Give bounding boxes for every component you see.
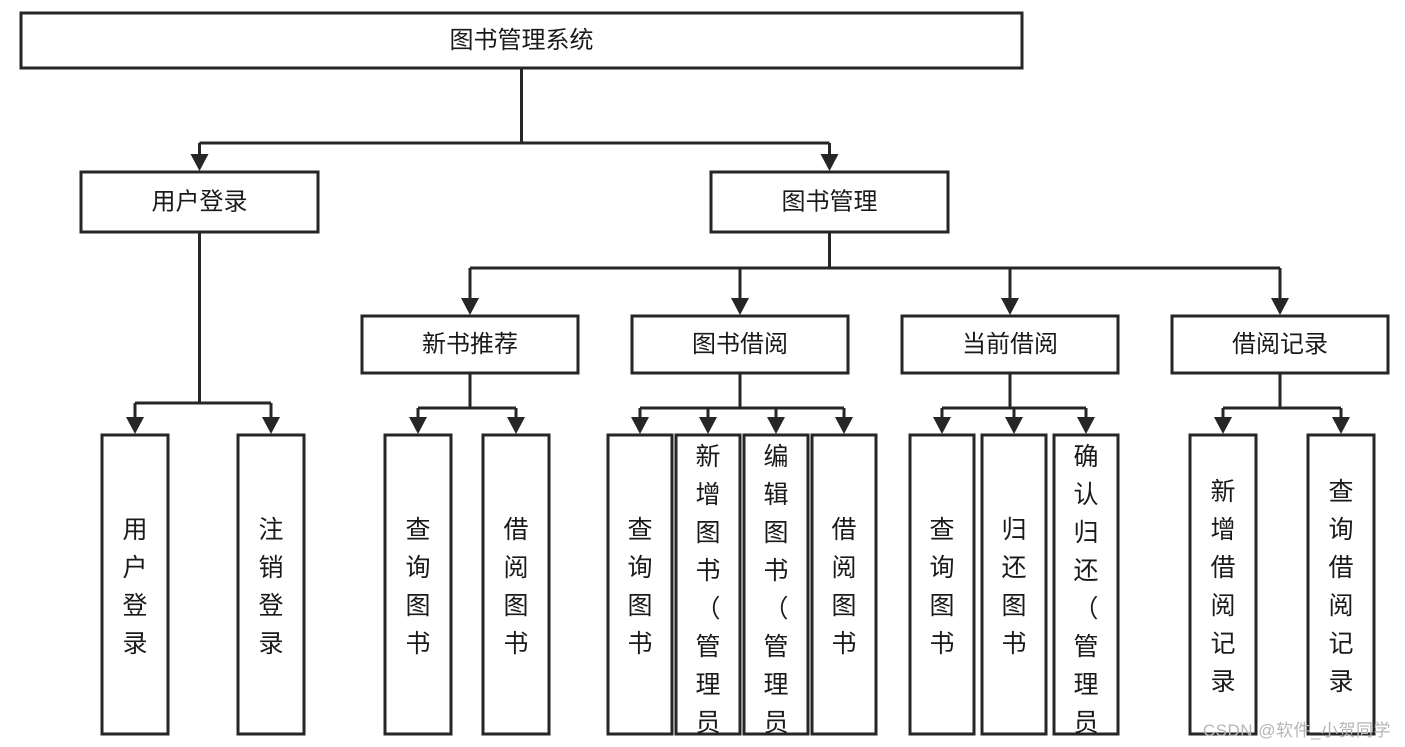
node-box-leaf-return-book[interactable] [980,433,1048,736]
node-leaf-query-borrow-record[interactable]: 查询借阅记录 [1306,433,1376,736]
node-box-root[interactable] [19,11,1024,70]
node-box-borrow-record[interactable] [1170,314,1390,375]
node-label-new-book-recommend: 新书推荐 [422,331,518,358]
arrow-head-icon [1001,298,1019,315]
connector-new-book-recommend-to-leaves-bus [409,373,525,434]
node-box-leaf-user-login[interactable] [100,433,170,736]
node-box-leaf-query-book-recommend[interactable] [383,433,453,736]
node-label-leaf-query-borrow-record: 查询借阅记录 [1328,478,1353,696]
node-leaf-query-book-borrow[interactable]: 查询图书 [606,433,674,736]
node-leaf-user-login[interactable]: 用户登录 [100,433,170,736]
node-root[interactable]: 图书管理系统 [19,11,1024,70]
node-box-leaf-add-book-admin[interactable] [674,433,742,736]
arrow-head-icon [767,417,785,434]
node-leaf-borrow-book-recommend[interactable]: 借阅图书 [481,433,551,736]
connector-root-to-level1-bus [190,68,839,171]
node-box-leaf-query-book-borrow[interactable] [606,433,674,736]
node-leaf-add-borrow-record[interactable]: 新增借阅记录 [1188,433,1258,736]
node-label-leaf-borrow-book-recommend: 借阅图书 [503,516,528,658]
node-user-login[interactable]: 用户登录 [79,170,320,234]
arrow-head-icon [933,417,951,434]
node-label-root: 图书管理系统 [450,27,594,54]
node-book-management[interactable]: 图书管理 [709,170,950,234]
arrow-head-icon [1271,298,1289,315]
arrow-head-icon [731,298,749,315]
arrow-head-icon [461,298,479,315]
node-leaf-edit-book-admin[interactable]: 编辑图书（管理员） [742,433,810,747]
node-label-leaf-user-login: 用户登录 [122,516,147,658]
connector-user-login-to-leaves-bus [126,232,280,434]
node-box-current-borrow[interactable] [900,314,1120,375]
arrow-head-icon [1214,417,1232,434]
node-book-borrow[interactable]: 图书借阅 [630,314,850,375]
arrow-head-icon [835,417,853,434]
node-label-leaf-add-book-admin: 新增图书（管理员） [695,443,720,747]
connector-current-borrow-to-leaves-bus [933,373,1095,434]
node-leaf-return-book[interactable]: 归还图书 [980,433,1048,736]
connector-book-borrow-to-leaves-bus [631,373,853,434]
node-label-user-login: 用户登录 [152,188,248,215]
node-label-book-borrow: 图书借阅 [692,331,788,358]
arrow-head-icon [631,417,649,434]
node-box-leaf-query-borrow-record[interactable] [1306,433,1376,736]
node-leaf-logout[interactable]: 注销登录 [236,433,306,736]
arrow-head-icon [699,417,717,434]
arrow-head-icon [1005,417,1023,434]
node-new-book-recommend[interactable]: 新书推荐 [360,314,580,375]
arrow-head-icon [409,417,427,434]
node-box-user-login[interactable] [79,170,320,234]
node-label-leaf-borrow-book: 借阅图书 [831,516,856,658]
node-leaf-confirm-return-admin[interactable]: 确认归还（管理员） [1052,433,1120,747]
node-leaf-borrow-book[interactable]: 借阅图书 [810,433,878,736]
node-box-book-borrow[interactable] [630,314,850,375]
node-leaf-query-book-recommend[interactable]: 查询图书 [383,433,453,736]
node-box-leaf-edit-book-admin[interactable] [742,433,810,736]
node-layer: 图书管理系统用户登录图书管理新书推荐图书借阅当前借阅借阅记录用户登录注销登录查询… [19,11,1390,747]
node-box-leaf-borrow-book[interactable] [810,433,878,736]
node-leaf-query-book-current[interactable]: 查询图书 [908,433,976,736]
node-box-leaf-borrow-book-recommend[interactable] [481,433,551,736]
arrow-head-icon [126,417,144,434]
node-current-borrow[interactable]: 当前借阅 [900,314,1120,375]
connector-layer [126,68,1350,434]
node-box-book-management[interactable] [709,170,950,234]
node-box-new-book-recommend[interactable] [360,314,580,375]
arrow-head-icon [1332,417,1350,434]
arrow-head-icon [262,417,280,434]
node-label-leaf-confirm-return-admin: 确认归还（管理员） [1073,443,1098,747]
node-label-leaf-edit-book-admin: 编辑图书（管理员） [763,443,788,747]
arrow-head-icon [507,417,525,434]
csdn-watermark: CSDN @软件_小贺同学 [1202,721,1391,740]
node-borrow-record[interactable]: 借阅记录 [1170,314,1390,375]
node-label-leaf-add-borrow-record: 新增借阅记录 [1210,478,1235,696]
node-box-leaf-logout[interactable] [236,433,306,736]
node-label-borrow-record: 借阅记录 [1232,331,1328,358]
arrow-head-icon [190,154,209,171]
connector-borrow-record-to-leaves-bus [1214,373,1350,434]
arrow-head-icon [1077,417,1095,434]
node-leaf-add-book-admin[interactable]: 新增图书（管理员） [674,433,742,747]
node-label-leaf-logout: 注销登录 [258,516,283,658]
node-label-leaf-query-book-recommend: 查询图书 [405,516,430,658]
node-box-leaf-confirm-return-admin[interactable] [1052,433,1120,736]
node-box-leaf-query-book-current[interactable] [908,433,976,736]
node-label-current-borrow: 当前借阅 [962,331,1058,358]
node-label-leaf-query-book-borrow: 查询图书 [627,516,652,658]
node-label-leaf-query-book-current: 查询图书 [929,516,954,658]
node-box-leaf-add-borrow-record[interactable] [1188,433,1258,736]
node-label-leaf-return-book: 归还图书 [1001,516,1026,658]
arrow-head-icon [820,154,839,171]
connector-book-management-to-level2-bus [461,232,1289,315]
node-label-book-management: 图书管理 [782,188,878,215]
